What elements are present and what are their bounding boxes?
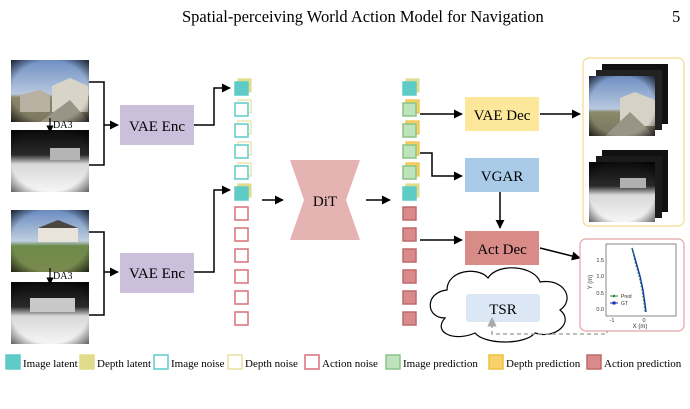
action-noise-token-2 — [234, 248, 249, 263]
input-depth-image-top — [11, 130, 89, 192]
vae-enc-top-box — [120, 105, 194, 145]
legend-swatch-7 — [586, 354, 602, 370]
input-token-3 — [234, 144, 249, 159]
legend-label-3: Depth noise — [245, 358, 298, 370]
input-token-column — [234, 78, 252, 326]
vae-dec-label: VAE Dec — [474, 108, 531, 124]
act-dec-label: Act Dec — [477, 242, 527, 258]
plot-legend-pred: Pred — [621, 294, 632, 300]
action-noise-token-5 — [234, 311, 249, 326]
output-token-2 — [402, 123, 417, 138]
encoder-connectors — [194, 83, 231, 273]
input-token-1 — [234, 102, 249, 117]
action-noise-token-0 — [234, 206, 249, 221]
da3-label-top: DA3 — [53, 120, 72, 131]
act-dec-box — [465, 231, 539, 265]
tsr-label: TSR — [489, 302, 517, 318]
legend-swatch-6 — [488, 354, 504, 370]
legend-swatch-1 — [79, 354, 95, 370]
vae-enc-bottom-label: VAE Enc — [129, 266, 185, 282]
input-token-0 — [234, 81, 249, 96]
output-token-5 — [402, 186, 417, 201]
input-connectors — [89, 81, 119, 316]
legend: Image latent Depth latent Image noise Depth… — [5, 354, 682, 370]
plot-pred-trajectory — [631, 247, 646, 313]
tsr-cloud — [429, 267, 568, 343]
legend-swatch-3 — [227, 354, 243, 370]
input-token-4 — [234, 165, 249, 180]
output-token-4 — [402, 165, 417, 180]
legend-label-1: Depth latent — [97, 358, 151, 370]
plot-gt-trajectory — [631, 247, 647, 313]
plot-xlabel: X (m) — [633, 324, 648, 330]
da3-label-bottom: DA3 — [53, 271, 72, 282]
plot-ytick-3: 0.0 — [596, 307, 604, 313]
dit-label: DiT — [313, 194, 337, 210]
input-token-2 — [234, 123, 249, 138]
plot-xtick-1: 0 — [642, 318, 645, 324]
legend-label-6: Depth prediction — [506, 358, 581, 370]
input-token-5 — [234, 186, 249, 201]
action-pred-token-2 — [402, 248, 417, 263]
input-rgb-image-top — [11, 60, 89, 122]
plot-ylabel: Y (m) — [588, 275, 594, 290]
page-number: 5 — [672, 7, 680, 26]
vae-enc-bottom-box — [120, 253, 194, 293]
output-token-3 — [402, 144, 417, 159]
action-pred-token-3 — [402, 269, 417, 284]
input-rgb-image-bottom — [11, 210, 89, 272]
legend-label-7: Action prediction — [604, 358, 682, 370]
plot-xtick-0: -1 — [610, 318, 615, 324]
vgar-label: VGAR — [481, 169, 524, 185]
legend-label-5: Image prediction — [403, 358, 478, 370]
output-token-1 — [402, 102, 417, 117]
trajectory-plot: Y (m) X (m) 1.5 1.0 0.5 0.0 -1 0 Pred GT — [588, 243, 677, 330]
legend-swatch-0 — [5, 354, 21, 370]
vae-dec-box — [465, 97, 539, 131]
plot-ytick-2: 0.5 — [596, 291, 604, 297]
output-token-0 — [402, 81, 417, 96]
vgar-box — [465, 158, 539, 192]
output-connectors — [420, 109, 581, 261]
action-noise-token-3 — [234, 269, 249, 284]
predicted-depth-frames — [589, 150, 668, 222]
plot-legend-gt: GT — [621, 301, 628, 307]
legend-swatch-5 — [385, 354, 401, 370]
plot-ytick-0: 1.5 — [596, 258, 604, 264]
action-noise-token-4 — [234, 290, 249, 305]
action-noise-token-1 — [234, 227, 249, 242]
legend-label-4: Action noise — [322, 358, 378, 370]
action-pred-token-5 — [402, 311, 417, 326]
action-pred-token-4 — [402, 290, 417, 305]
page-header-title: Spatial-perceiving World Action Model fo… — [182, 7, 544, 26]
legend-label-0: Image latent — [23, 358, 78, 370]
input-depth-image-bottom — [11, 282, 89, 344]
legend-swatch-4 — [304, 354, 320, 370]
legend-swatch-2 — [153, 354, 169, 370]
action-pred-token-1 — [402, 227, 417, 242]
predicted-frames-panel — [582, 57, 685, 227]
predicted-rgb-frames — [589, 64, 668, 136]
tsr-feedback-arrow — [487, 317, 608, 335]
output-token-column — [402, 78, 420, 326]
legend-label-2: Image noise — [171, 358, 225, 370]
action-pred-token-0 — [402, 206, 417, 221]
plot-ytick-1: 1.0 — [596, 274, 604, 280]
vae-enc-top-label: VAE Enc — [129, 119, 185, 135]
dit-block — [290, 160, 360, 240]
